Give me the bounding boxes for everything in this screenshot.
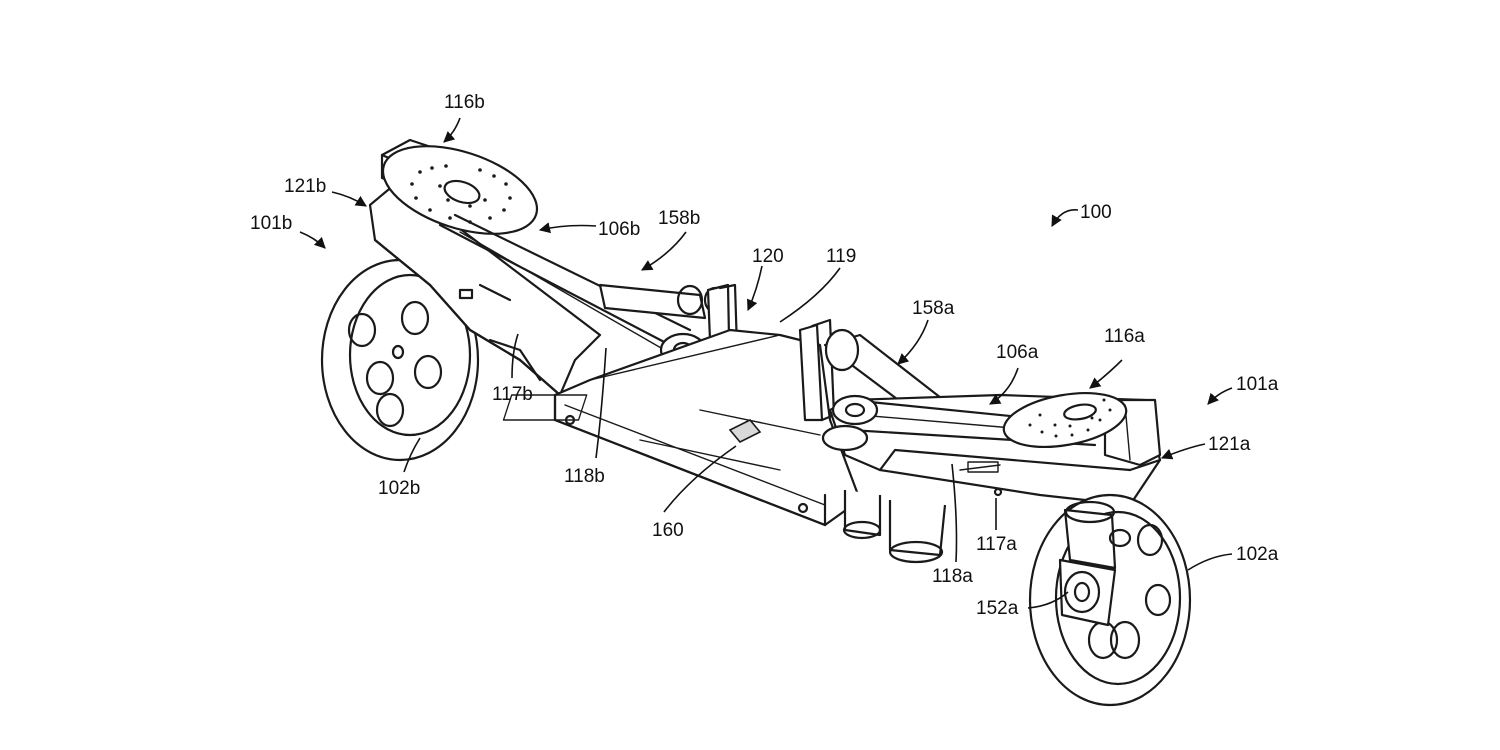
platform-120 — [502, 318, 862, 527]
label-158a: 158a — [912, 298, 955, 319]
label-100: 100 — [1080, 202, 1112, 223]
label-116b: 116b — [444, 92, 485, 113]
label-106a: 106a — [996, 342, 1039, 363]
label-117a: 117a — [976, 534, 1017, 555]
leader-lines — [299, 117, 1233, 609]
label-152a: 152a — [976, 598, 1019, 619]
label-101b: 101b — [250, 213, 292, 234]
label-102a: 102a — [1236, 544, 1279, 565]
foot-plate-116b — [381, 145, 539, 235]
label-121b: 121b — [284, 176, 326, 197]
label-116a: 116a — [1104, 326, 1145, 347]
foot-plate-116a — [1002, 392, 1128, 448]
label-121a: 121a — [1208, 434, 1251, 455]
label-120: 120 — [752, 246, 784, 267]
label-158b: 158b — [658, 208, 700, 229]
label-106b: 106b — [598, 219, 640, 240]
reference-labels: 100 101b 101a 116b 116a 121b 121a 106b 1… — [250, 92, 1279, 619]
label-119: 119 — [826, 246, 856, 267]
label-101a: 101a — [1236, 374, 1279, 395]
label-117b: 117b — [492, 384, 533, 405]
label-102b: 102b — [378, 478, 420, 499]
caster-152a — [1058, 500, 1132, 627]
label-118b: 118b — [564, 466, 605, 487]
label-118a: 118a — [932, 566, 973, 587]
label-160: 160 — [652, 520, 684, 541]
wheel-102b — [320, 258, 480, 462]
